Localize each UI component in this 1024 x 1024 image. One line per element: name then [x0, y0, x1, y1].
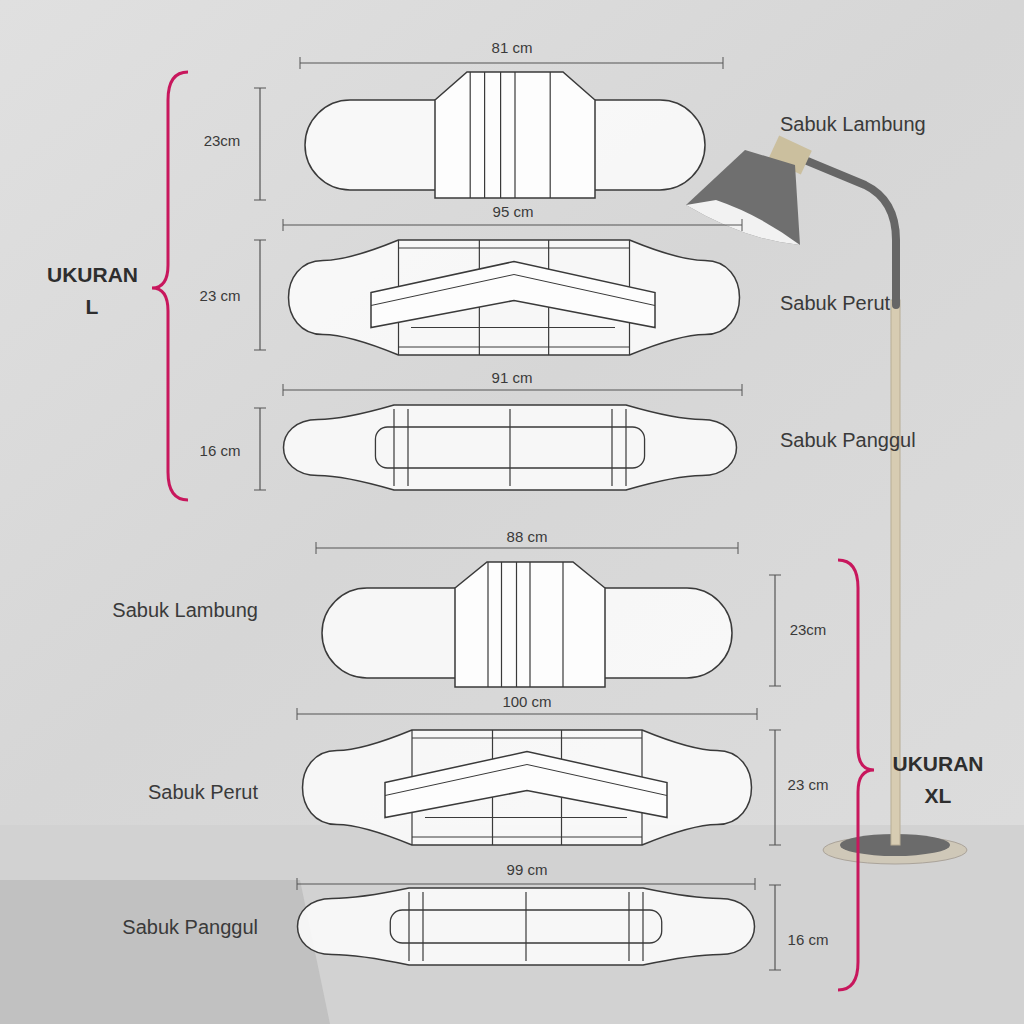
part-name: Sabuk Perut	[148, 781, 258, 804]
part-name: Sabuk Perut	[780, 292, 890, 315]
hip-belt	[298, 888, 755, 965]
dimension-label: 16 cm	[788, 931, 829, 948]
rug	[0, 880, 330, 1024]
dimension-label: 95 cm	[493, 203, 534, 220]
dimension-label: 81 cm	[492, 39, 533, 56]
hip-belt	[284, 405, 737, 490]
stomach-belt	[305, 72, 705, 198]
dimension-label: 16 cm	[200, 442, 241, 459]
dimension-line	[769, 730, 781, 845]
dimension-label: 23cm	[204, 132, 241, 149]
dimension-line	[254, 240, 266, 350]
dimension-line	[769, 885, 781, 970]
dimension-line	[300, 57, 723, 69]
part-name: Sabuk Lambung	[112, 599, 258, 622]
part-name: Sabuk Panggul	[780, 429, 916, 452]
dimension-label: 23 cm	[200, 287, 241, 304]
dimension-line	[283, 219, 742, 231]
dimension-label: 23 cm	[788, 776, 829, 793]
abdomen-belt	[289, 240, 740, 355]
dimension-label: 100 cm	[502, 693, 551, 710]
dimension-label: 88 cm	[507, 528, 548, 545]
dimension-label: 23cm	[790, 621, 827, 638]
dimension-line	[254, 88, 266, 200]
wall	[0, 0, 1024, 825]
size-heading: UKURAN L	[47, 259, 137, 322]
dimension-label: 99 cm	[507, 861, 548, 878]
size-bracket	[838, 560, 874, 990]
size-bracket	[152, 72, 188, 500]
dimension-line	[254, 408, 266, 490]
floor	[0, 825, 1024, 1024]
part-name: Sabuk Panggul	[122, 916, 258, 939]
stomach-belt	[322, 562, 732, 687]
abdomen-belt	[303, 730, 752, 845]
part-name: Sabuk Lambung	[780, 113, 926, 136]
dimension-label: 91 cm	[492, 369, 533, 386]
dimension-line	[769, 575, 781, 686]
size-heading: UKURAN XL	[883, 748, 993, 811]
